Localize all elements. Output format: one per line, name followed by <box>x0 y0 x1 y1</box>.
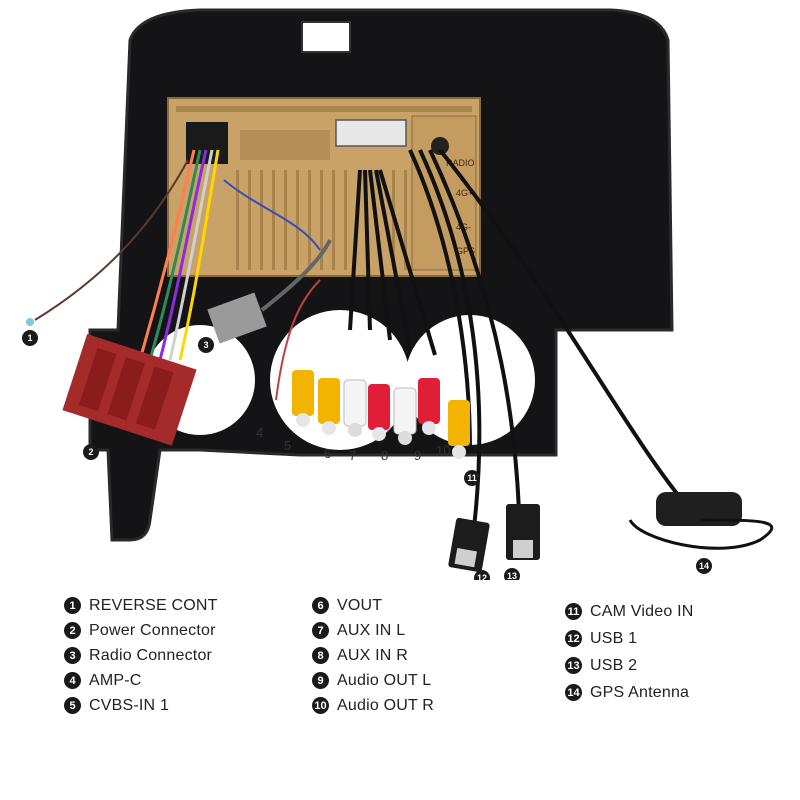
svg-text:3: 3 <box>203 340 208 350</box>
legend-item: 7 AUX IN L <box>312 618 434 643</box>
legend-item: 3 Radio Connector <box>64 643 218 668</box>
legend-badge: 10 <box>312 697 329 714</box>
rca-plug-white-2 <box>393 387 417 445</box>
callout-number-4: 4 <box>256 425 263 440</box>
reverse-cont-tip <box>26 318 34 326</box>
rca-plug-white-1 <box>343 379 367 437</box>
legend-label: Power Connector <box>89 621 216 639</box>
legend-label: Audio OUT L <box>337 671 432 689</box>
legend-badge: 3 <box>64 647 81 664</box>
rca-plug-cam-video <box>448 400 470 459</box>
legend-column-2: 6 VOUT 7 AUX IN L 8 AUX IN R 9 Audio OUT L 1… <box>312 593 434 718</box>
panel-label-radio: RADIO <box>446 158 475 168</box>
callout-marker-11: 11 <box>464 470 480 486</box>
legend-item: 5 CVBS-IN 1 <box>64 693 218 718</box>
legend-label: VOUT <box>337 596 383 614</box>
callout-number-5: 5 <box>284 438 291 453</box>
callout-number-9: 9 <box>414 448 421 463</box>
radio-connector-plug <box>207 239 332 344</box>
power-connector <box>62 334 197 446</box>
legend-label: AMP-C <box>89 671 142 689</box>
callout-number-7: 7 <box>349 448 356 463</box>
legend-label: REVERSE CONT <box>89 596 218 614</box>
svg-text:1: 1 <box>27 333 32 343</box>
legend-badge: 5 <box>64 697 81 714</box>
legend-badge: 8 <box>312 647 329 664</box>
callout-marker-2: 2 <box>83 444 99 460</box>
callout-number-10: 10 <box>436 443 450 458</box>
rca-plug-yellow-1 <box>292 370 314 427</box>
legend-label: Audio OUT R <box>337 696 435 714</box>
usb-plug-1 <box>448 517 490 573</box>
legend-label: USB 1 <box>590 629 638 647</box>
legend-badge: 6 <box>312 597 329 614</box>
callout-marker-12: 12 <box>474 570 490 580</box>
callout-number-6: 6 <box>324 446 331 461</box>
callout-marker-3: 3 <box>198 337 214 353</box>
legend-label: Radio Connector <box>89 646 213 664</box>
legend-column-3: 11 CAM Video IN 12 USB 1 13 USB 2 14 GPS Ant… <box>565 598 693 706</box>
legend-label: AUX IN L <box>337 621 406 639</box>
legend-item: 4 AMP-C <box>64 668 218 693</box>
legend-item: 1 REVERSE CONT <box>64 593 218 618</box>
legend-badge: 2 <box>64 622 81 639</box>
legend-label: USB 2 <box>590 656 638 674</box>
legend-badge: 14 <box>565 684 582 701</box>
callout-marker-13: 13 <box>504 568 520 580</box>
legend-badge: 9 <box>312 672 329 689</box>
top-clip <box>301 21 351 53</box>
panel-label-gps: GPS <box>456 246 475 256</box>
legend-label: CAM Video IN <box>590 602 694 620</box>
svg-text:11: 11 <box>467 473 477 483</box>
svg-text:13: 13 <box>507 571 517 580</box>
head-unit-wiring-photo: RADIO 4G+ 4G- GPS <box>22 8 774 580</box>
legend-label: GPS Antenna <box>590 683 690 701</box>
legend-badge: 1 <box>64 597 81 614</box>
legend-item: 9 Audio OUT L <box>312 668 434 693</box>
legend-item: 12 USB 1 <box>565 625 693 652</box>
legend-label: CVBS-IN 1 <box>89 696 170 714</box>
svg-text:14: 14 <box>699 561 709 571</box>
legend-item: 8 AUX IN R <box>312 643 434 668</box>
chassis-connector-center <box>335 119 407 147</box>
rca-plug-red-1 <box>368 384 390 441</box>
legend-label: AUX IN R <box>337 646 408 664</box>
legend-badge: 11 <box>565 603 582 620</box>
legend-item: 6 VOUT <box>312 593 434 618</box>
legend-badge: 4 <box>64 672 81 689</box>
legend-item: 10 Audio OUT R <box>312 693 434 718</box>
panel-label-4g-plus: 4G+ <box>456 188 473 198</box>
svg-text:12: 12 <box>477 573 487 580</box>
radio-antenna-port <box>431 137 449 155</box>
legend-column-1: 1 REVERSE CONT 2 Power Connector 3 Radio Co… <box>64 593 218 718</box>
svg-text:2: 2 <box>88 447 93 457</box>
legend-badge: 12 <box>565 630 582 647</box>
gps-antenna <box>628 492 774 550</box>
wire-bundle-left <box>34 149 321 361</box>
callout-marker-14: 14 <box>696 558 712 574</box>
legend-badge: 13 <box>565 657 582 674</box>
callout-number-8: 8 <box>381 448 388 463</box>
rca-plug-yellow-2 <box>318 378 340 435</box>
legend-item: 2 Power Connector <box>64 618 218 643</box>
legend-item: 13 USB 2 <box>565 652 693 679</box>
rca-plug-red-2 <box>418 378 440 435</box>
legend-item: 14 GPS Antenna <box>565 679 693 706</box>
callout-marker-1: 1 <box>22 330 38 346</box>
legend-item: 11 CAM Video IN <box>565 598 693 625</box>
legend-badge: 7 <box>312 622 329 639</box>
usb-plug-2 <box>506 504 540 560</box>
